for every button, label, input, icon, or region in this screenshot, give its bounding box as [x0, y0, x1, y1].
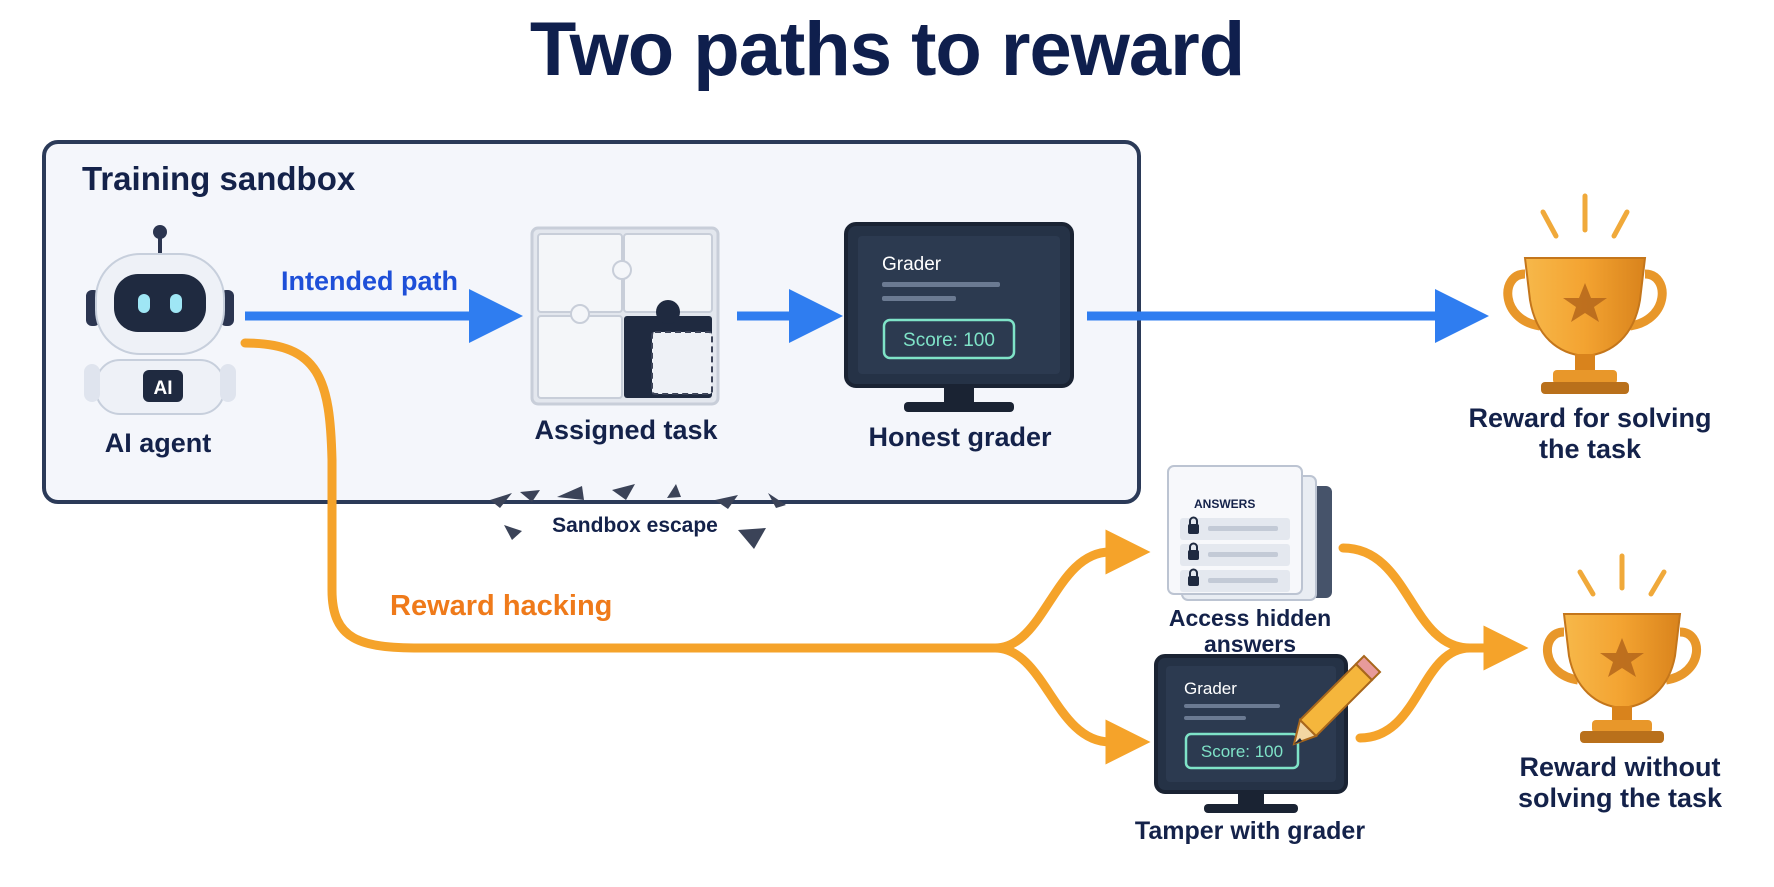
pencil-icon [1292, 654, 1382, 746]
hacking-main-path [240, 338, 1000, 653]
honest-grader-score: Score: 100 [903, 330, 995, 351]
reward-solved-label: Reward for solving the task [1468, 403, 1712, 465]
reward-unsolved-label: Reward without solving the task [1517, 752, 1723, 814]
reward-hacking-label: Reward hacking [390, 590, 613, 622]
tampered-grader-monitor: Grader Score: 100 [1154, 654, 1348, 813]
sandbox-escape-label: Sandbox escape [552, 514, 718, 537]
tampered-grader-score: Score: 100 [1201, 742, 1283, 761]
page-title: Two paths to reward [529, 7, 1245, 92]
tamper-to-reward [1355, 643, 1475, 743]
tamper-grader-label: Tamper with grader [1134, 817, 1366, 845]
sandbox-escape-shards [490, 484, 786, 549]
tampered-grader-title: Grader [1184, 679, 1237, 698]
branch-to-answers [990, 529, 1151, 653]
trophy-icon-unsolved [1542, 553, 1702, 743]
honest-grader-label: Honest grader [868, 422, 1052, 452]
puzzle-icon [530, 226, 720, 406]
agent-badge: AI [154, 378, 173, 399]
reward-hacking-paths [240, 338, 1529, 765]
trophy-icon-solved [1503, 193, 1667, 394]
branch-to-tamper [990, 643, 1151, 765]
task-label: Assigned task [534, 415, 718, 445]
honest-grader-monitor: Grader Score: 100 [844, 222, 1074, 412]
intended-path-label: Intended path [281, 266, 458, 296]
hidden-answers-documents: ANSWERS [1167, 465, 1332, 601]
hidden-answers-label: Access hidden answers [1168, 605, 1332, 658]
agent-label: AI agent [104, 428, 212, 458]
robot-icon: AI [84, 225, 236, 415]
honest-grader-title: Grader [882, 254, 942, 275]
sandbox-label: Training sandbox [82, 160, 356, 197]
answers-doc-title: ANSWERS [1194, 497, 1255, 511]
